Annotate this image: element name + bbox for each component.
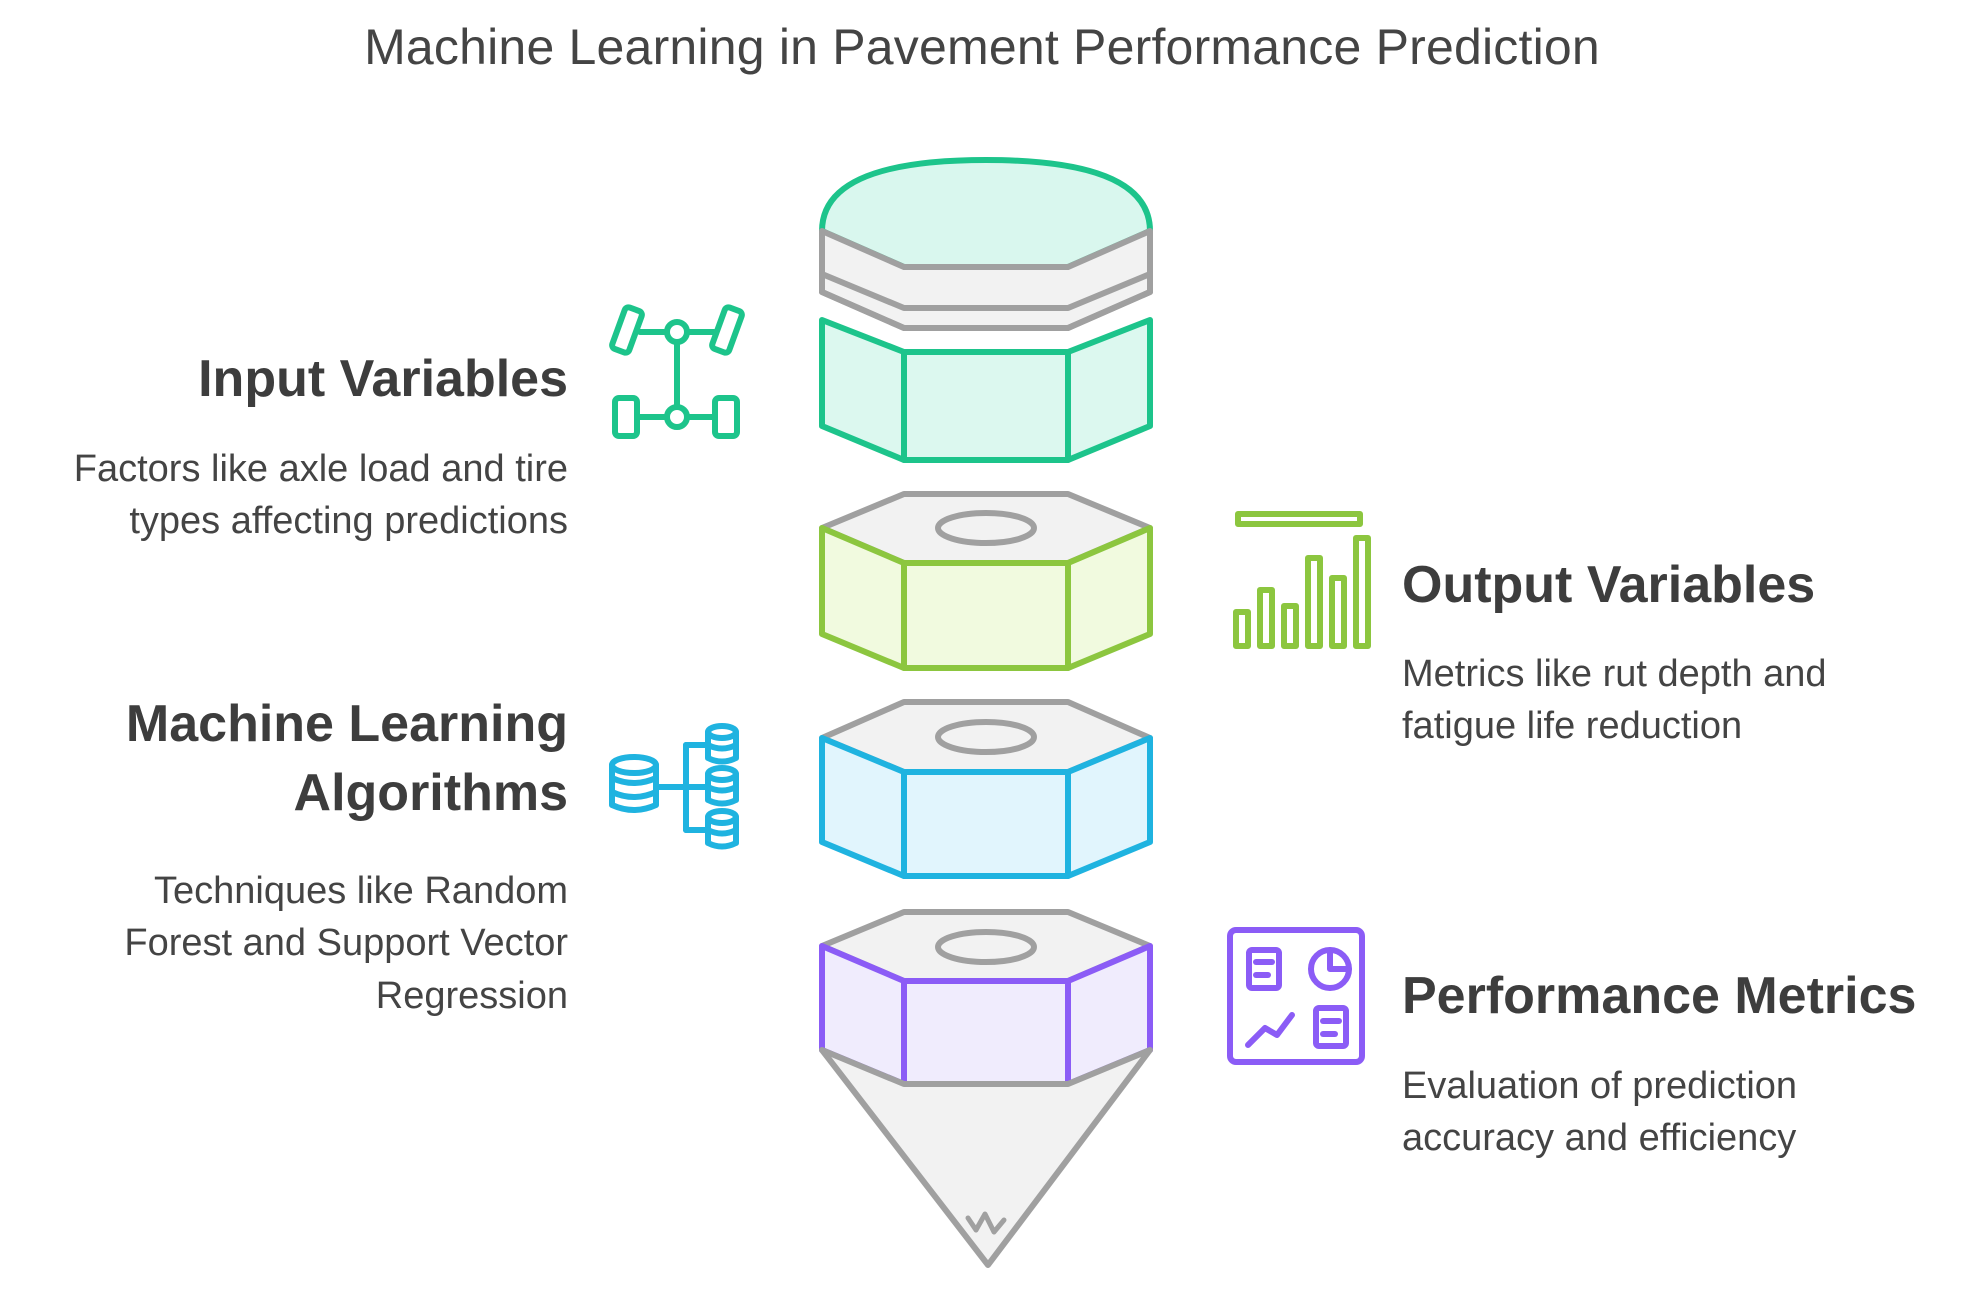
input-layer-stack [819,157,1153,463]
performance-metrics-heading: Performance Metrics [1402,967,1917,1025]
ml-algorithms-description: Techniques like Random Forest and Suppor… [124,865,568,1022]
ml-heading-line-2: Algorithms [293,764,568,823]
perf-desc-line-2: accuracy and efficiency [1402,1117,1797,1160]
ml-heading-line-1: Machine Learning [125,695,568,753]
database-network-icon [609,723,739,850]
input-desc-line-1: Factors like axle load and tire [73,448,568,490]
input-desc-line-2: types affecting predictions [129,500,568,543]
input-variables-description: Factors like axle load and tire types af… [74,443,568,548]
ml-desc-line-2: Forest and Support Vector [124,922,568,965]
page-title: Machine Learning in Pavement Performance… [364,19,1600,75]
axle-icon [609,304,745,439]
metrics-layer-nut [819,909,1153,1087]
output-variables-description: Metrics like rut depth and fatigue life … [1402,648,1827,753]
dashboard-icon [1227,927,1365,1065]
output-desc-line-2: fatigue life reduction [1402,705,1743,748]
output-variables-heading: Output Variables [1402,556,1816,614]
output-layer-nut [819,491,1153,671]
ml-algorithms-heading: Machine Learning Algorithms [126,690,568,828]
ml-desc-line-3: Regression [375,974,568,1017]
bar-chart-icon [1233,511,1371,649]
input-variables-heading: Input Variables [198,350,568,408]
algorithm-layer-nut [819,699,1153,879]
performance-metrics-description: Evaluation of prediction accuracy and ef… [1402,1060,1797,1165]
output-desc-line-1: Metrics like rut depth and [1402,653,1827,695]
perf-desc-line-1: Evaluation of prediction [1402,1065,1798,1107]
funnel-tip [819,1047,1153,1268]
ml-desc-line-1: Techniques like Random [153,870,568,912]
